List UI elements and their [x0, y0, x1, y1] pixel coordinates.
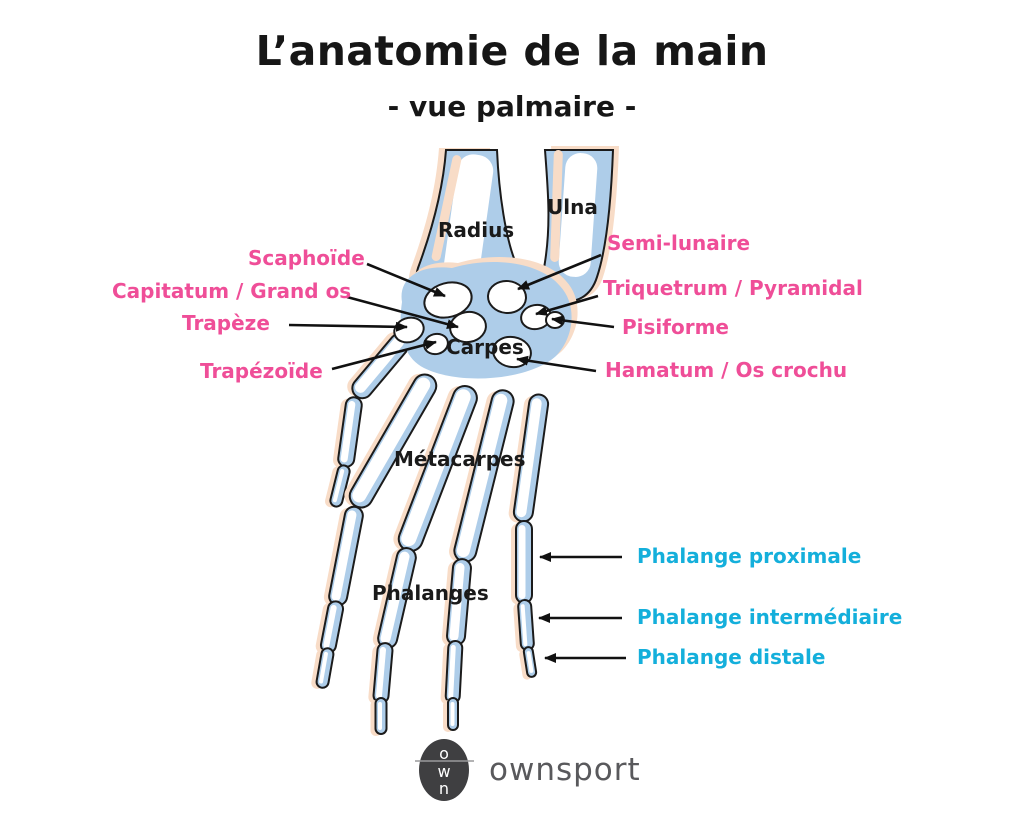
logo-letter-n: n [439, 779, 449, 798]
pinky-metacarpal-bone [508, 393, 550, 523]
ring-metacarpal-bone [449, 389, 515, 563]
index-metacarpal-bone [344, 373, 438, 509]
label-trapezoide: Trapézoïde [200, 359, 323, 383]
index-intermediate-phalanx-bone [315, 600, 345, 654]
middle-metacarpal-bone [393, 384, 478, 552]
ring-intermediate-phalanx-bone [440, 640, 464, 705]
arrow-triquetrum [535, 294, 599, 316]
logo-wordmark: ownsport [489, 752, 641, 788]
index-proximal-phalanx-bone [323, 505, 364, 607]
label-carpes: Carpes [446, 335, 524, 359]
label-phalange-proximale: Phalange proximale [637, 544, 862, 568]
pinky-distal-phalanx-bone [519, 646, 538, 680]
carpal-mass [393, 257, 578, 379]
thumb-proximal-phalanx-bone [333, 396, 363, 469]
label-phalange-distale: Phalange distale [637, 645, 826, 669]
label-capitatum-grand-os: Capitatum / Grand os [112, 279, 352, 303]
thumb-distal-phalanx-bone [325, 464, 351, 508]
label-hamatum-os-crochu: Hamatum / Os crochu [605, 358, 848, 382]
label-semi-lunaire: Semi-lunaire [607, 231, 751, 255]
label-pisiforme: Pisiforme [622, 315, 729, 339]
label-phalange-intermediaire: Phalange intermédiaire [637, 605, 903, 629]
pinky-proximal-phalanx-bone [511, 520, 533, 605]
logo-letter-o: o [439, 744, 449, 763]
middle-proximal-phalanx-bone [372, 547, 417, 649]
middle-distal-phalanx-bone [370, 697, 388, 736]
label-phalanges: Phalanges [372, 581, 489, 605]
page-title: L’anatomie de la main [255, 27, 769, 75]
label-radius: Radius [438, 218, 515, 242]
arrow-scaphoide [366, 262, 446, 298]
arrow-semi-lunaire [517, 253, 602, 291]
logo-letter-w: w [437, 762, 450, 781]
label-ulna: Ulna [547, 195, 598, 219]
index-distal-phalanx-bone [311, 647, 335, 689]
arrow-pisiforme [551, 315, 615, 329]
pinky-intermediate-phalanx-bone [513, 599, 535, 653]
arrow-capitatum [346, 295, 459, 329]
ring-proximal-phalanx-bone [441, 558, 472, 647]
ownsport-logo: o w n ownsport [414, 736, 641, 804]
ulna-bone [542, 146, 619, 302]
middle-intermediate-phalanx-bone [368, 642, 394, 705]
arrow-trapezoide [331, 339, 437, 371]
page-subtitle: - vue palmaire - [387, 90, 637, 123]
label-metacarpes: Métacarpes [394, 447, 526, 471]
label-triquetrum-pyramidal: Triquetrum / Pyramidal [603, 276, 863, 300]
ring-distal-phalanx-bone [443, 697, 459, 732]
label-scaphoide: Scaphoïde [248, 246, 365, 270]
ownsport-logo-icon: o w n [415, 739, 474, 801]
arrow-trapeze [288, 321, 408, 332]
capitate-bone [449, 310, 487, 344]
label-trapeze: Trapèze [182, 311, 270, 335]
lunate-bone [487, 279, 527, 315]
arrow-hamatum [516, 355, 597, 373]
